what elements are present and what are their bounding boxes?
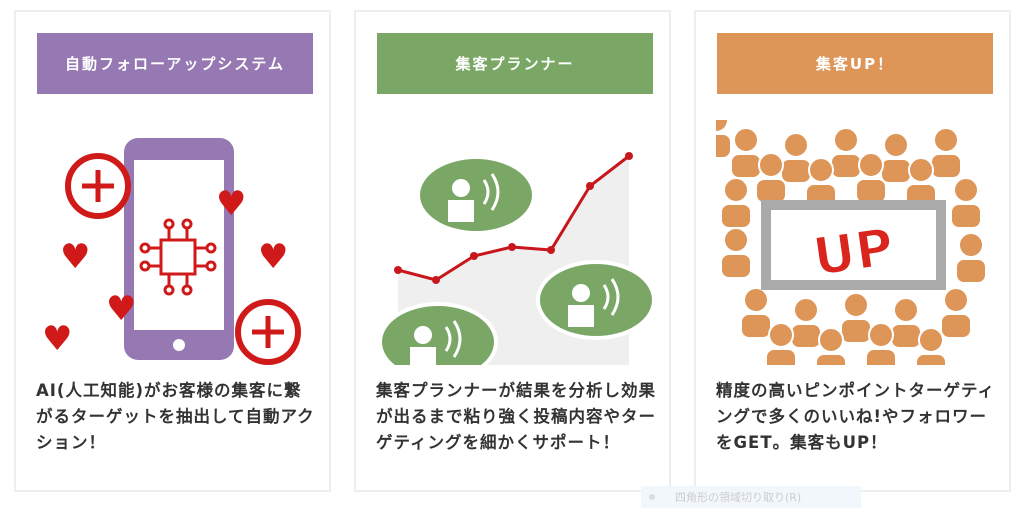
card-title-band: 集客UP！ [717,33,993,94]
card-title-band: 集客プランナー [377,33,653,94]
card-description: 精度の高いピンポイントターゲティングで多くのいいね!やフォロワーをGET。集客も… [716,381,996,452]
tooltip-label: 四角形の領域切り取り(R) [675,491,802,504]
growth-chart-illustration [378,152,656,365]
people-icons [716,120,987,365]
smartphone-ai-illustration: ♥ ♥ ♥ ♥ ♥ [42,138,301,365]
card-title: 集客プランナー [455,55,575,73]
cloud-user-icon [378,302,498,365]
svg-text:♥: ♥ [258,237,288,277]
cloud-user-icon [536,260,656,340]
card-description: 集客プランナーが結果を分析し効果が出るまで粘り強く投稿内容やターゲティングを細か… [376,381,656,452]
feature-card-planner: 集客プランナー 集客プランナーが結果を分析し効果が出るまで粘り強く投稿内容やター… [354,10,671,492]
svg-text:♥: ♥ [106,289,136,329]
card-title: 自動フォローアップシステム [65,55,285,73]
svg-text:♥: ♥ [216,184,246,224]
snip-tooltip: 四角形の領域切り取り(R) [641,486,861,508]
chip-icon [139,218,217,296]
crowd-up-illustration: UP [716,120,987,365]
bullet-icon [649,494,655,500]
heart-icons: ♥ ♥ ♥ ♥ ♥ [42,184,288,359]
svg-text:♥: ♥ [42,319,72,359]
card-title: 集客UP！ [815,55,895,73]
cloud-user-icon [416,155,536,235]
plus-circle-icon [65,153,131,219]
card-description: AI(人工知能)がお客様の集客に繋がるターゲットを抽出して自動アクション！ [36,381,315,452]
feature-card-growth: 集客UP！ UP 精度の高いピンポイントターゲティングで多くのいいね!やフォロワ… [694,10,1011,492]
plus-circle-icon [235,299,301,365]
card-title-band: 自動フォローアップシステム [37,33,313,94]
ticket-frame-icon [761,200,946,290]
svg-text:♥: ♥ [60,237,90,277]
feature-card-auto-follow: 自動フォローアップシステム ♥ ♥ ♥ ♥ ♥ AI(人工知能)がお客様の集客に繋がる… [14,10,331,492]
up-logo-text: UP [809,218,897,289]
